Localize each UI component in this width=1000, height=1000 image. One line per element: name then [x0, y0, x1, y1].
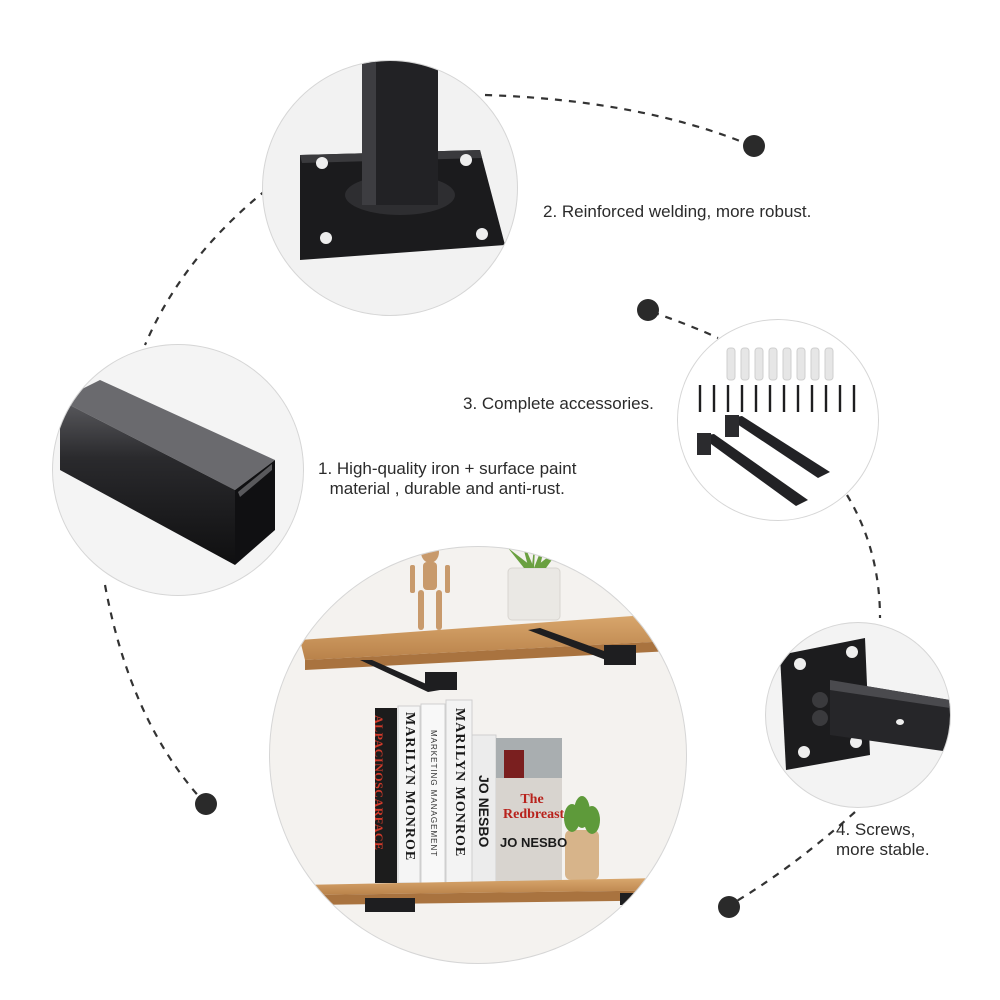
feature-4-line-1: 4. Screws, [836, 820, 916, 839]
book-spine-4: MARILYN MONROE [452, 708, 467, 858]
iron-bar-detail-image [52, 344, 304, 596]
book-cover-title: The Redbreast [503, 792, 565, 822]
dot-accessories [637, 299, 659, 321]
feature-3-caption: 3. Complete accessories. [463, 394, 654, 413]
book-spine-5: JO NESBO [476, 775, 492, 848]
screw-mount-image [765, 622, 951, 808]
feature-4-line-2: more stable. [836, 840, 930, 859]
book-spine-3: MARKETING MANAGEMENT [429, 730, 438, 858]
dot-left-bottom [195, 793, 217, 815]
feature-4-caption: 4. Screws, more stable. [836, 820, 930, 860]
feature-1-line-1: 1. High-quality iron + surface paint [318, 459, 577, 478]
accessories-image [677, 319, 879, 521]
book-spine-2: MARILYN MONROE [402, 712, 417, 862]
book-cover-author: JO NESBO [500, 835, 568, 850]
connector-dots [195, 135, 765, 918]
dot-top-right [743, 135, 765, 157]
shelf-scene-image [269, 546, 687, 964]
feature-1-caption: 1. High-quality iron + surface paint mat… [318, 459, 576, 499]
feature-1-line-2: material , durable and anti-rust. [329, 479, 565, 498]
book-spine-1: ALPACINOSCARFACE [372, 715, 386, 851]
feature-2-caption: 2. Reinforced welding, more robust. [543, 202, 812, 221]
dot-bottom-right [718, 896, 740, 918]
welding-detail-image [262, 60, 518, 316]
